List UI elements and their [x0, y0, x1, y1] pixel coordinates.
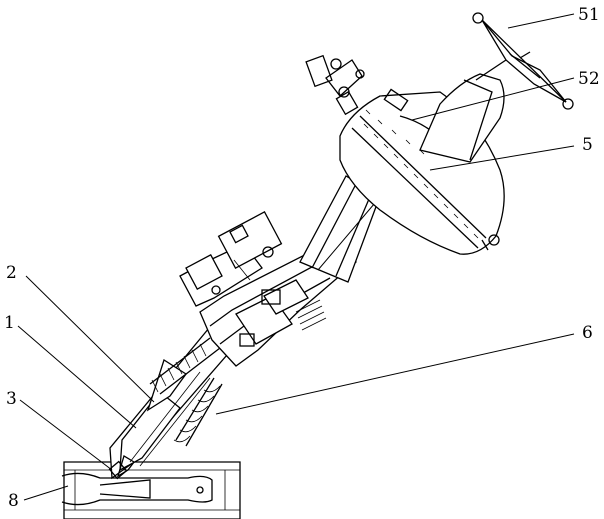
label-51: 51	[578, 5, 600, 25]
mounting-bracket	[179, 211, 283, 307]
label-1: 1	[4, 313, 15, 333]
leader-lines	[17, 13, 575, 501]
label-3: 3	[6, 389, 17, 409]
lower-bonnet	[108, 321, 241, 480]
label-52: 52	[578, 69, 600, 89]
positioner-fittings	[305, 54, 365, 116]
lower-fins	[173, 377, 223, 447]
upper-fins	[149, 337, 221, 395]
label-8: 8	[8, 491, 19, 511]
valve-body	[61, 461, 241, 519]
label-2: 2	[6, 263, 17, 283]
label-5: 5	[582, 135, 593, 155]
handwheel	[472, 12, 574, 110]
label-6: 6	[582, 323, 593, 343]
handwheel-housing	[419, 59, 507, 163]
